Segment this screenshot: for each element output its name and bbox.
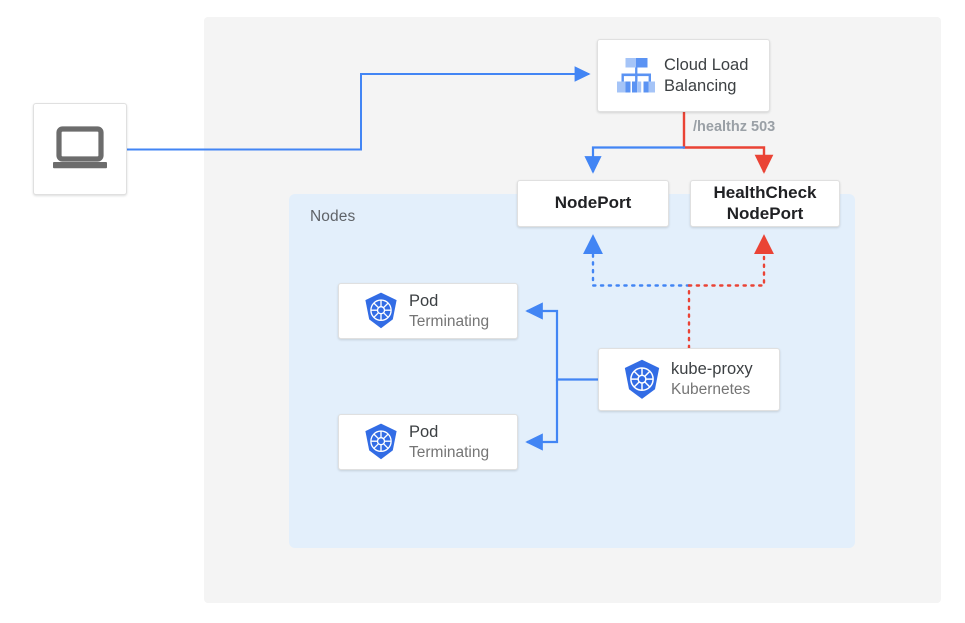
pod-2-status: Terminating [409, 443, 490, 461]
nodeport-box: NodePort [517, 180, 669, 227]
laptop-icon [51, 125, 109, 173]
pod-2-labels: Pod Terminating [409, 422, 489, 462]
pod-card-1: Pod Terminating [338, 283, 518, 339]
healthz-status-label: /healthz 503 [693, 119, 776, 135]
cloud-load-balancing-title: Cloud Load [664, 55, 749, 74]
kubernetes-icon [353, 422, 409, 462]
kube-proxy-labels: kube-proxy Kubernetes [671, 359, 753, 399]
kube-proxy-title: kube-proxy [671, 360, 753, 379]
pod-1-status: Terminating [409, 312, 490, 330]
healthcheck-nodeport-box: HealthCheck NodePort [690, 180, 840, 227]
kube-proxy-subtitle: Kubernetes [671, 381, 751, 399]
cloud-load-balancing-labels: Cloud Load Balancing [664, 55, 748, 97]
kubernetes-icon [613, 358, 671, 402]
cloud-load-balancing-icon [608, 55, 664, 97]
healthcheck-nodeport-label-line2: NodePort [726, 203, 804, 223]
pod-card-2: Pod Terminating [338, 414, 518, 470]
pod-1-labels: Pod Terminating [409, 291, 489, 331]
pod-1-title: Pod [409, 291, 439, 310]
cloud-load-balancing-card: Cloud Load Balancing [597, 39, 770, 112]
client-device-card [33, 103, 127, 195]
healthcheck-nodeport-label: HealthCheck NodePort [714, 183, 817, 224]
healthcheck-nodeport-label-line1: HealthCheck [713, 182, 817, 202]
cloud-load-balancing-subtitle: Balancing [664, 76, 737, 95]
nodes-panel-label: Nodes [310, 208, 356, 225]
kube-proxy-card: kube-proxy Kubernetes [598, 348, 780, 411]
nodeport-label: NodePort [554, 193, 632, 213]
pod-2-title: Pod [409, 422, 439, 441]
kubernetes-icon [353, 291, 409, 331]
